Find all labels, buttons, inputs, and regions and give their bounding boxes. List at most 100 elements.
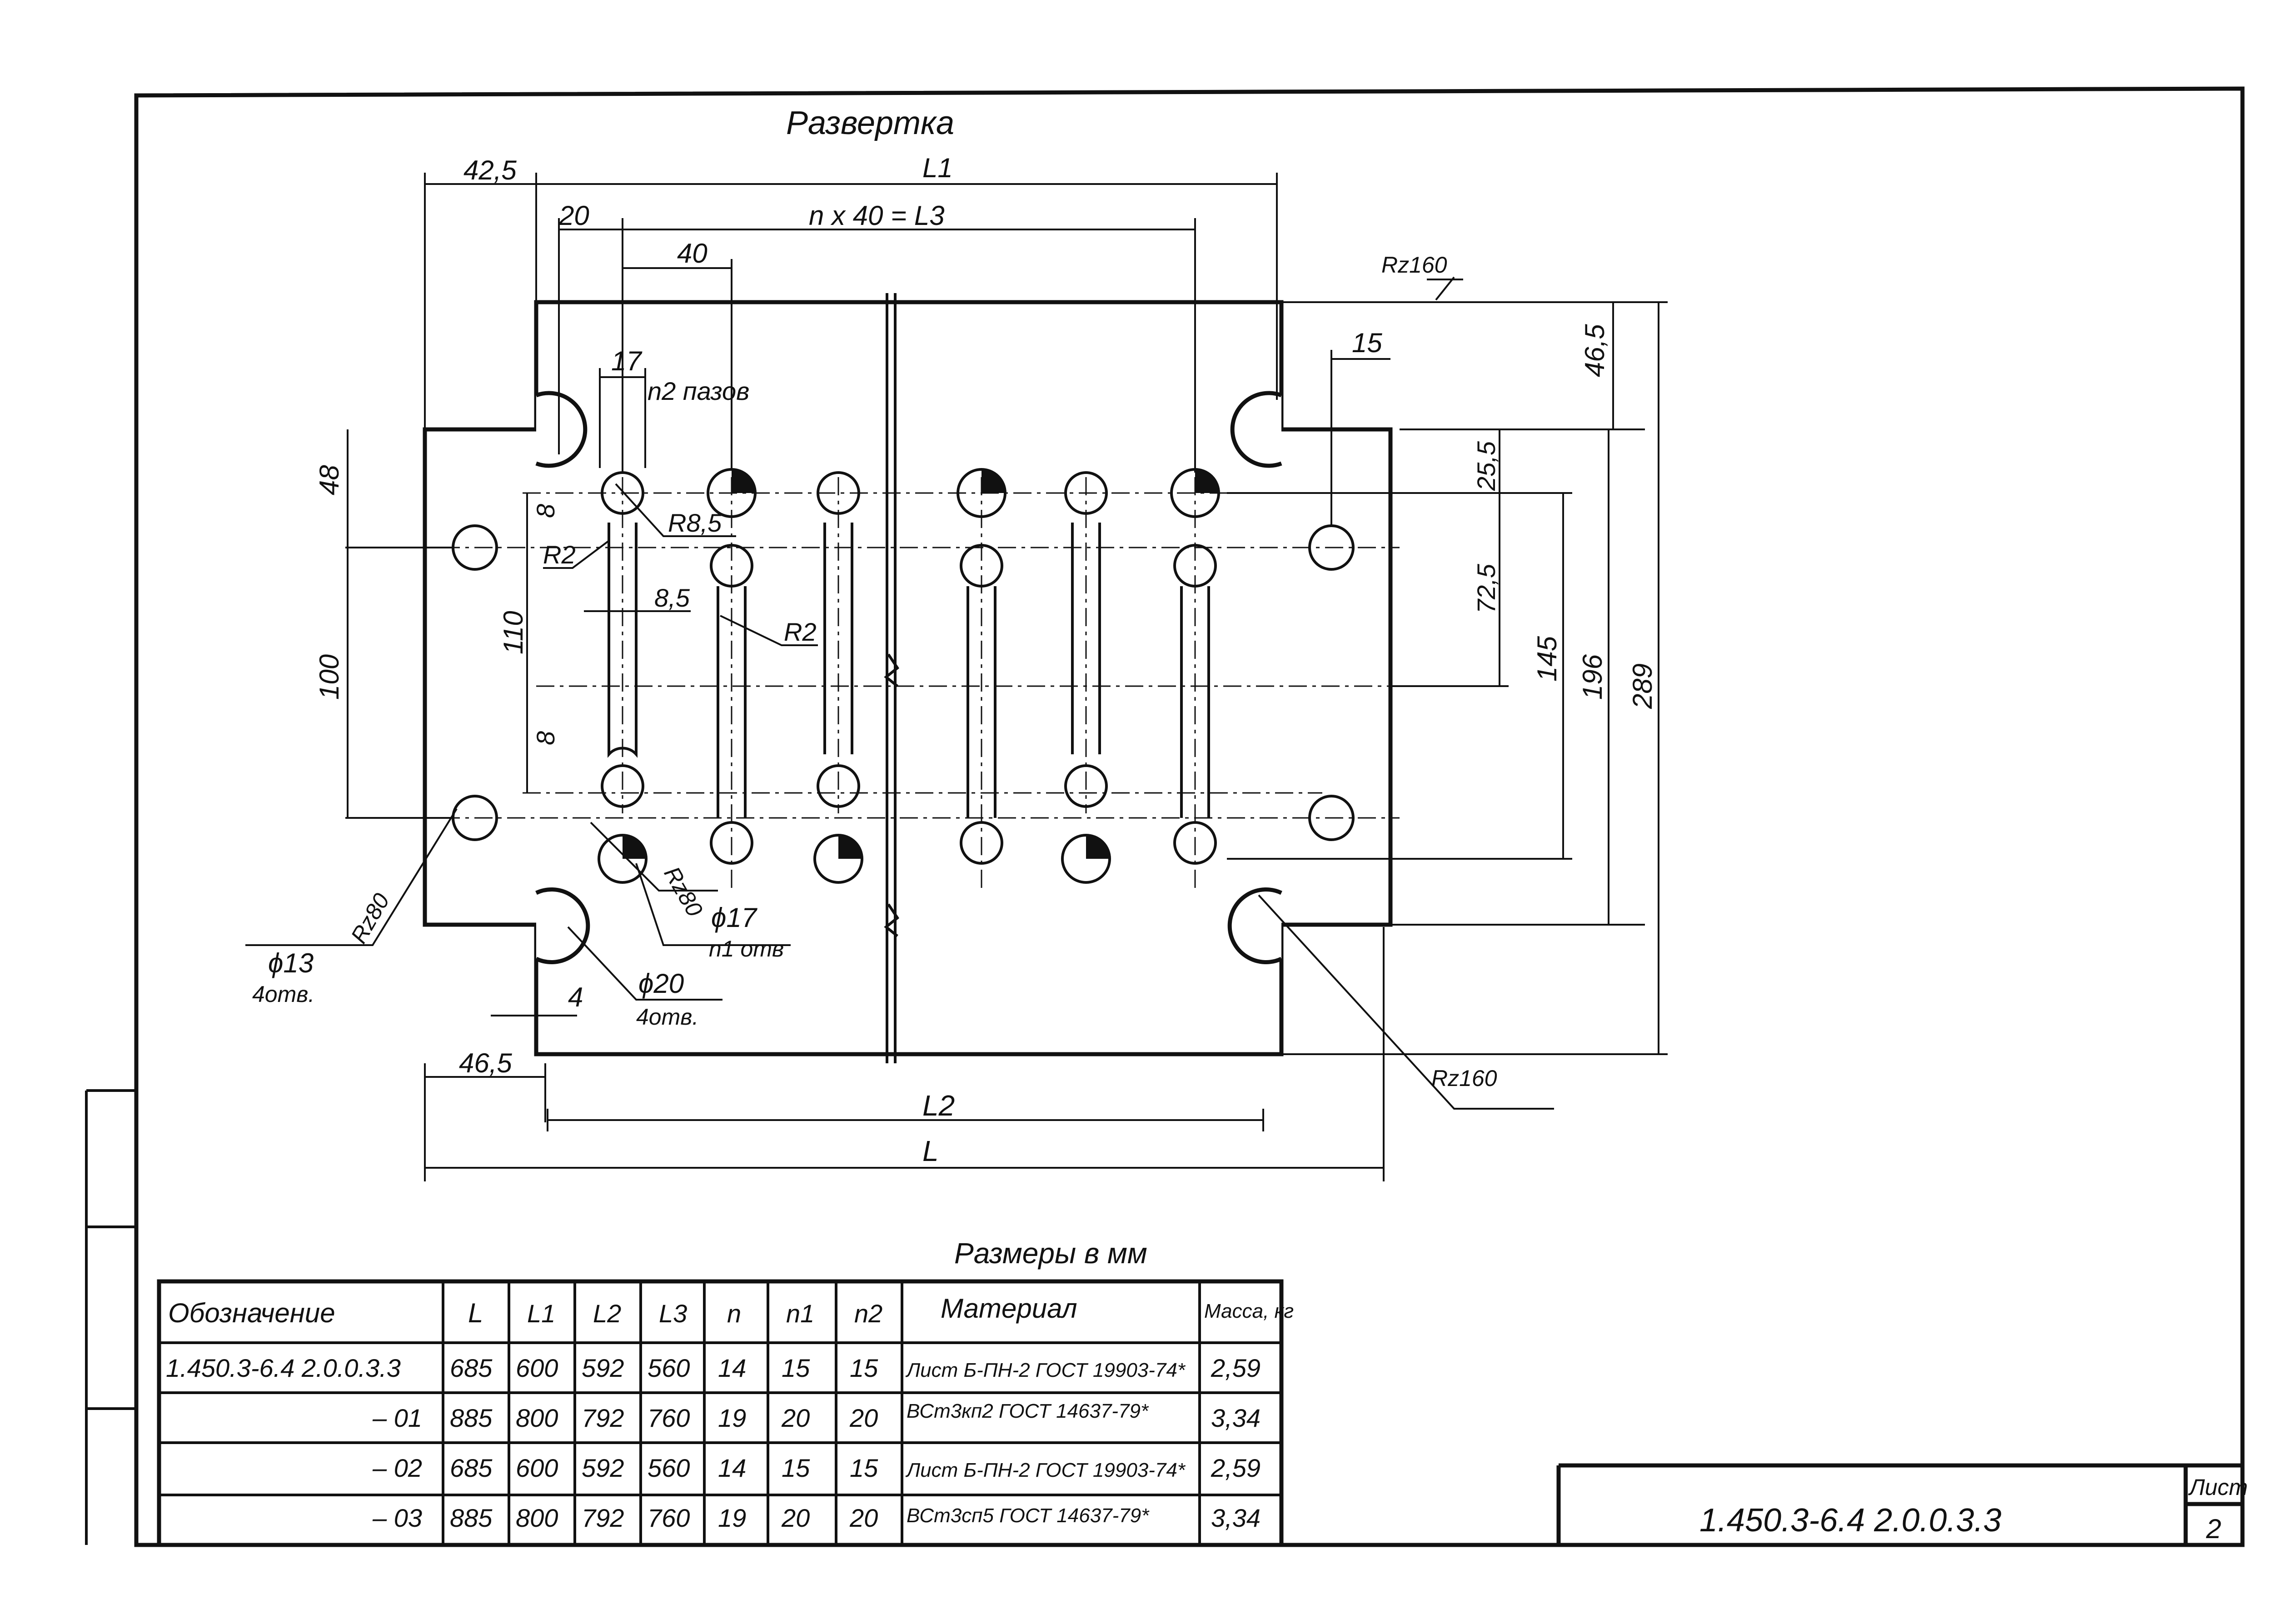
svg-text:ВСт3кп2 ГОСТ 14637-79*: ВСт3кп2 ГОСТ 14637-79* <box>907 1400 1149 1422</box>
dimensions-table: Размеры в мм Обозначение L L1 L2 L3 n n1… <box>157 1237 1294 1547</box>
dim-8-top: 8 <box>531 504 560 518</box>
label-4holes-a: 4отв. <box>252 981 314 1007</box>
label-R2-b: R2 <box>784 618 817 646</box>
svg-text:15: 15 <box>850 1354 878 1382</box>
dim-72-5: 72,5 <box>1472 563 1500 613</box>
table-row: – 01 885 800 792 760 19 20 20 ВСт3кп2 ГО… <box>372 1400 1261 1432</box>
dim-8-5: 8,5 <box>654 583 690 612</box>
drawing-title: Развертка <box>786 105 954 141</box>
svg-text:Лист Б-ПН-2 ГОСТ 19903-74*: Лист Б-ПН-2 ГОСТ 19903-74* <box>905 1359 1186 1381</box>
svg-text:20: 20 <box>849 1504 878 1532</box>
svg-text:20: 20 <box>849 1404 878 1432</box>
leader-lines <box>245 276 1554 1110</box>
dim-15: 15 <box>1352 328 1382 358</box>
svg-text:15: 15 <box>850 1454 878 1482</box>
th-L2: L2 <box>593 1299 621 1328</box>
dim-196: 196 <box>1577 654 1608 700</box>
svg-text:14: 14 <box>718 1454 746 1482</box>
title-block-designation: 1.450.3-6.4 2.0.0.3.3 <box>1699 1502 2002 1539</box>
label-Rz160-bot: Rz160 <box>1431 1066 1497 1091</box>
sheet-label: Лист <box>2188 1475 2248 1500</box>
sheet-number: 2 <box>2206 1514 2221 1544</box>
th-n: n <box>727 1299 741 1328</box>
dimension-lines <box>345 173 1668 1181</box>
svg-text:760: 760 <box>648 1504 690 1532</box>
svg-text:15: 15 <box>782 1454 810 1482</box>
svg-text:14: 14 <box>718 1354 746 1382</box>
th-material: Материал <box>941 1293 1077 1324</box>
label-phi17: ϕ17 <box>711 902 758 933</box>
svg-text:685: 685 <box>450 1354 493 1382</box>
label-Rz160-top: Rz160 <box>1381 252 1447 278</box>
dim-145: 145 <box>1532 636 1562 682</box>
label-n2-slots: n2 пазов <box>648 377 749 405</box>
label-Rz80-b: Rz80 <box>659 862 708 921</box>
svg-text:592: 592 <box>582 1454 624 1482</box>
label-n1-holes: n1 отв <box>709 936 784 961</box>
dim-46-5-bot: 46,5 <box>459 1048 512 1078</box>
svg-text:2,59: 2,59 <box>1211 1454 1261 1482</box>
dim-n-x-40: n x 40 = L3 <box>809 200 945 231</box>
th-mass: Масса, кг <box>1204 1300 1294 1322</box>
svg-text:Лист Б-ПН-2 ГОСТ 19903-74*: Лист Б-ПН-2 ГОСТ 19903-74* <box>905 1459 1186 1481</box>
dim-20: 20 <box>558 200 589 231</box>
svg-text:20: 20 <box>781 1404 810 1432</box>
dim-40: 40 <box>677 238 708 269</box>
title-block: 1.450.3-6.4 2.0.0.3.3 Лист 2 <box>1556 1463 2248 1545</box>
svg-text:685: 685 <box>450 1454 493 1482</box>
sheet-frame <box>85 86 2245 1547</box>
label-Rz80-a: Rz80 <box>346 889 394 947</box>
svg-text:600: 600 <box>516 1454 558 1482</box>
svg-text:19: 19 <box>718 1404 746 1432</box>
dim-8-bot: 8 <box>531 731 560 745</box>
svg-text:– 02: – 02 <box>372 1454 422 1482</box>
table-row: 1.450.3-6.4 2.0.0.3.3 685 600 592 560 14… <box>166 1354 1261 1382</box>
svg-text:800: 800 <box>516 1404 558 1432</box>
label-phi20: ϕ20 <box>638 968 684 999</box>
svg-text:19: 19 <box>718 1504 746 1532</box>
svg-text:792: 792 <box>582 1504 624 1532</box>
dim-L1: L1 <box>922 153 953 183</box>
th-n2: n2 <box>854 1299 882 1328</box>
th-L3: L3 <box>659 1299 687 1328</box>
svg-text:– 01: – 01 <box>372 1404 422 1432</box>
plate-outline <box>423 293 1393 1063</box>
dim-48: 48 <box>314 465 344 495</box>
dim-100: 100 <box>314 654 344 700</box>
svg-text:20: 20 <box>781 1504 810 1532</box>
dim-110: 110 <box>498 611 528 654</box>
svg-text:760: 760 <box>648 1404 690 1432</box>
table-caption: Размеры в мм <box>954 1237 1147 1270</box>
svg-text:885: 885 <box>450 1404 493 1432</box>
dim-L2: L2 <box>922 1089 955 1122</box>
holes <box>452 468 1355 884</box>
center-lines <box>409 477 1400 891</box>
svg-text:600: 600 <box>516 1354 558 1382</box>
slots <box>601 471 1217 865</box>
label-R2-a: R2 <box>543 540 576 569</box>
dimension-texts: 42,5 L1 20 n x 40 = L3 40 17 n2 пазов 15… <box>252 153 1658 1167</box>
svg-text:3,34: 3,34 <box>1211 1504 1261 1532</box>
dim-4: 4 <box>568 982 583 1012</box>
svg-text:560: 560 <box>648 1454 690 1482</box>
th-n1: n1 <box>786 1299 814 1328</box>
dim-25-5: 25,5 <box>1472 441 1500 491</box>
dim-289: 289 <box>1627 663 1658 709</box>
svg-text:2,59: 2,59 <box>1211 1354 1261 1382</box>
dim-L: L <box>922 1135 939 1167</box>
svg-text:592: 592 <box>582 1354 624 1382</box>
dim-42-5: 42,5 <box>463 155 517 185</box>
svg-text:800: 800 <box>516 1504 558 1532</box>
svg-text:15: 15 <box>782 1354 810 1382</box>
table-row: – 03 885 800 792 760 19 20 20 ВСт3сп5 ГО… <box>372 1504 1261 1532</box>
th-L1: L1 <box>527 1299 555 1328</box>
th-L: L <box>468 1298 483 1328</box>
dim-46-5-top: 46,5 <box>1579 324 1610 377</box>
svg-text:792: 792 <box>582 1404 624 1432</box>
label-4holes-b: 4отв. <box>636 1004 698 1030</box>
svg-text:ВСт3сп5 ГОСТ 14637-79*: ВСт3сп5 ГОСТ 14637-79* <box>907 1504 1150 1527</box>
svg-text:– 03: – 03 <box>372 1504 422 1532</box>
label-phi13: ϕ13 <box>268 948 314 978</box>
svg-text:1.450.3-6.4 2.0.0.3.3: 1.450.3-6.4 2.0.0.3.3 <box>166 1354 401 1382</box>
